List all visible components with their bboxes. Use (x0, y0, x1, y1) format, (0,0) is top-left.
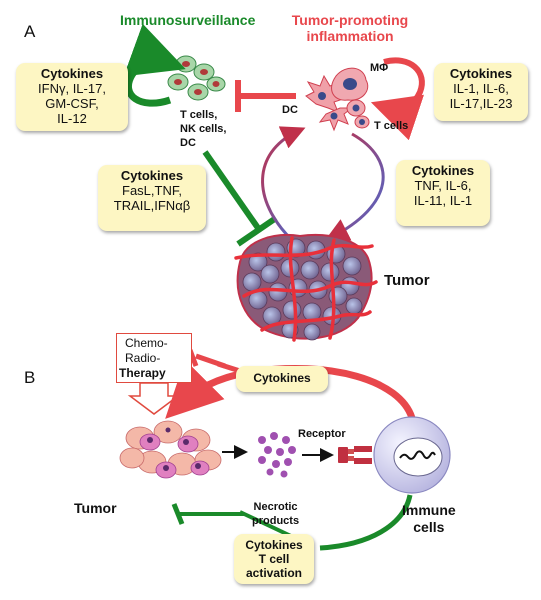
box-title: Cytokines (449, 66, 513, 81)
macrophage-label: MΦ (370, 62, 389, 74)
t-cells-label: T cells (374, 120, 409, 132)
cytokines-tcell-activation-box: Cytokines T cell activation (234, 534, 314, 584)
receptor-icon (338, 446, 372, 464)
tumor-label-a: Tumor (384, 272, 430, 289)
cells-label-line: T cells, (180, 109, 218, 121)
immunosurveillance-loop-arrow (123, 23, 186, 107)
immune-line: Immune (402, 502, 456, 518)
chemo-line: Therapy (119, 366, 166, 380)
box-line: FasL,TNF, (122, 183, 182, 198)
box-line: IL-12 (57, 111, 87, 126)
inflammation-to-tumor-arrow (324, 132, 385, 241)
box-line: Cytokines (245, 538, 303, 552)
immunosurveillance-title: Immunosurveillance (120, 12, 256, 28)
chemo-radio-therapy-box: Chemo- Radio- Therapy (116, 333, 192, 383)
panel-b-label: B (24, 368, 36, 387)
box-title: Cytokines (411, 163, 475, 178)
immune-cell (373, 416, 451, 494)
box-line: TRAIL,IFNαβ (113, 198, 191, 213)
necrotic-product-dots (258, 432, 296, 478)
tumor-label-b: Tumor (74, 500, 117, 516)
immune-cells-label-b: Immune cells (402, 502, 456, 536)
box-line: T cell (258, 552, 290, 566)
box-line: IFNγ, IL-17, (38, 81, 106, 96)
box-line: GM-CSF, (45, 96, 99, 111)
chemo-line: Radio- (125, 351, 161, 365)
necrotic-line: products (252, 515, 300, 527)
cytokines-box-tumor-promoting: Cytokines TNF, IL-6, IL-11, IL-1 (396, 160, 490, 226)
box-line: IL-17,IL-23 (449, 96, 513, 111)
tumor-cells-b (119, 420, 222, 479)
receptor-label: Receptor (298, 428, 346, 440)
inhibition-arrow-green-b (171, 494, 413, 551)
dc-label: DC (282, 104, 298, 116)
necrotic-line: Necrotic (253, 501, 298, 513)
inflammatory-cell-cluster (305, 67, 370, 132)
tumor-to-inflammation-arrow (261, 126, 306, 238)
t-nk-dc-cell-cluster (167, 55, 226, 101)
cytokines-box-cytotoxic: Cytokines FasL,TNF, TRAIL,IFNαβ (98, 165, 206, 231)
box-title: Cytokines (120, 168, 184, 183)
box-line: IL-1, IL-6, (453, 81, 509, 96)
immune-line: cells (413, 519, 445, 535)
box-title: Cytokines (40, 66, 104, 81)
immune-cells-label: T cells, NK cells, DC (180, 108, 226, 150)
chemo-block-arrow (127, 382, 181, 415)
box-line: TNF, IL-6, (414, 178, 472, 193)
tumor-promoting-line2: inflammation (306, 28, 394, 44)
cells-label-line: DC (180, 137, 196, 149)
box-line: activation (245, 566, 302, 580)
necrotic-products-label: Necrotic products (252, 500, 299, 528)
inflammation-loop-arrow (370, 57, 425, 141)
tumor-mass (234, 234, 378, 342)
panel-a-label: A (24, 22, 36, 41)
inhibition-arrow-green (202, 150, 278, 247)
chemo-line: Chemo- (125, 336, 168, 350)
cytokines-box-immunosurveillance: Cytokines IFNγ, IL-17, GM-CSF, IL-12 (16, 63, 128, 131)
tumor-promoting-line1: Tumor-promoting (291, 12, 409, 28)
inhibition-arrow-red (235, 80, 296, 112)
box-line: IL-11, IL-1 (413, 193, 473, 208)
cytokines-box-top-b: Cytokines (236, 366, 328, 392)
cells-label-line: NK cells, (180, 123, 227, 135)
cytokines-box-inflammation: Cytokines IL-1, IL-6, IL-17,IL-23 (434, 63, 528, 121)
tumor-promoting-title: Tumor-promoting inflammation (290, 12, 410, 44)
